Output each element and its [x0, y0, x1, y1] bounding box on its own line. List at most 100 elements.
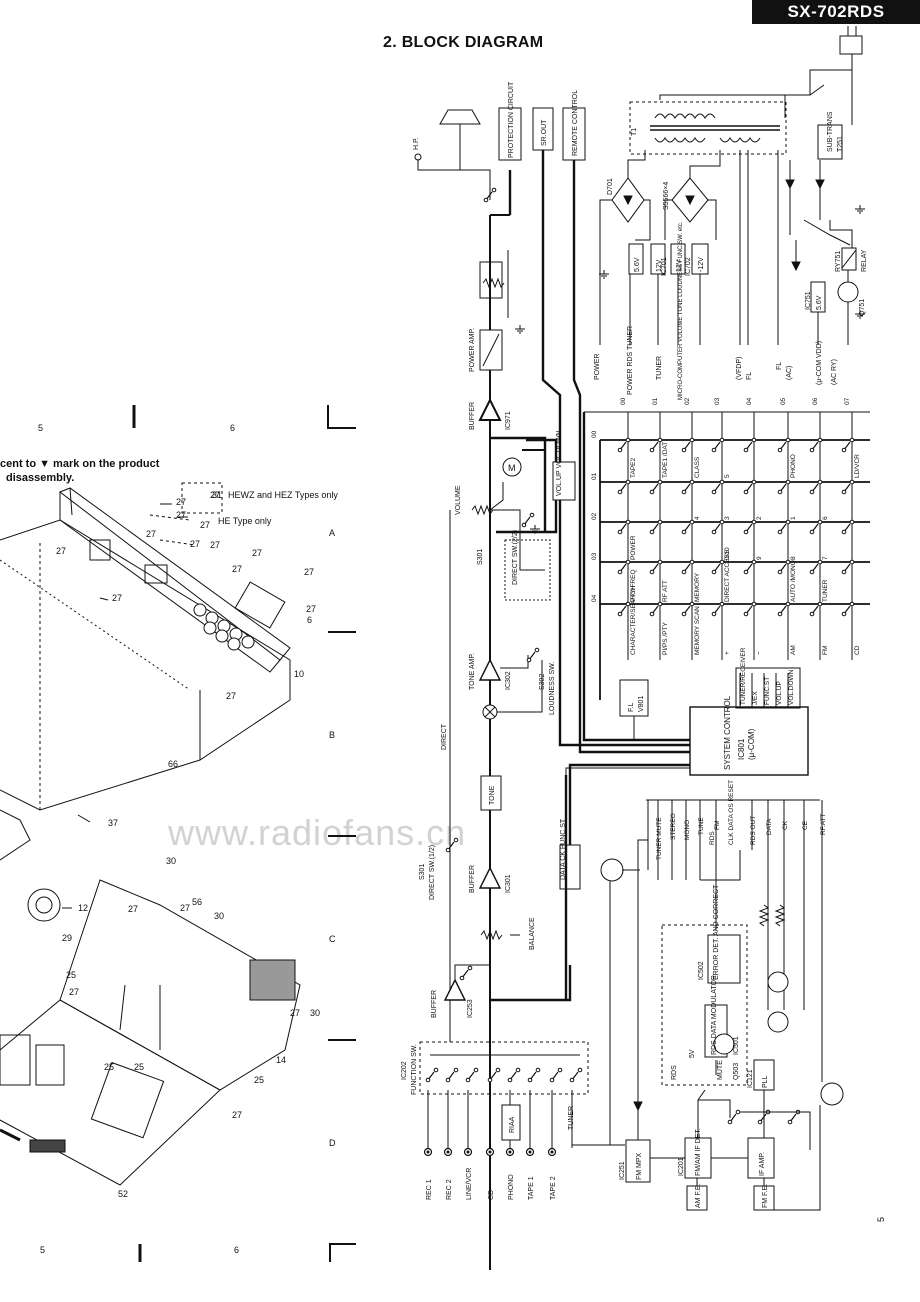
s5566-label: S5566×4	[663, 182, 670, 210]
matrix-key-label: TUNER	[822, 579, 829, 602]
ic751-label: IC751	[805, 291, 812, 310]
port-func-st: FUNC.ST	[764, 677, 771, 705]
wiring	[414, 26, 870, 1270]
note-hewz: HEWZ and HEZ Types only	[228, 490, 338, 500]
error-det-label: ERROR DET. AND CORRECT	[713, 884, 720, 980]
matrix-col-code: 05	[780, 397, 787, 405]
watermark: www.radiofans.cn	[168, 812, 467, 853]
ic801-label: IC801	[737, 738, 746, 760]
sig-rds: RDS	[709, 831, 716, 845]
part-25: 25	[104, 1062, 114, 1072]
note-line-2: disassembly.	[6, 472, 75, 484]
matrix-col-code: 04	[746, 397, 753, 405]
grid-row-a: A	[329, 528, 335, 538]
matrix-key-label: MEMORY	[694, 572, 701, 602]
system-control-label: SYSTEM CONTROL	[723, 695, 732, 770]
data-ck-label: DATA CK FUNC.ST	[560, 818, 567, 880]
sig-data: DATA	[766, 818, 773, 835]
pout-micro: MICRO-COMPUTER VOLUME TONE LOUDNESS FUNC…	[678, 221, 684, 400]
matrix-col-code: 01	[652, 397, 659, 405]
ic251-label: IC251	[619, 1161, 626, 1180]
note-line-1: cent to ▼ mark on the product	[0, 458, 160, 470]
matrix-col-code: 00	[620, 397, 627, 405]
rds-demod-label: RDS DATA MODULATOR	[711, 975, 718, 1055]
pout-power-rds: POWER RDS TUNER	[627, 326, 634, 395]
matrix-key-label: TAPE1 /DAT	[662, 442, 669, 478]
part-66: 66	[168, 759, 178, 769]
grid-col-6-bottom: 6	[234, 1245, 239, 1255]
matrix-col-code: 06	[812, 397, 819, 405]
input-line-vcr: LINE/VCR	[466, 1168, 473, 1200]
part-27: 27	[232, 1110, 242, 1120]
part-56: 56	[192, 897, 202, 907]
if-amp-label: IF AMP.	[759, 1152, 766, 1176]
sr-out-label: SR.OUT	[541, 119, 548, 146]
riaa-label: RIAA	[509, 1116, 516, 1133]
part-30: 30	[310, 1008, 320, 1018]
power-amp-label: POWER AMP.	[469, 328, 476, 372]
ucom-label: (μ-COM)	[747, 728, 756, 760]
matrix-key-label: RF ATT	[662, 580, 669, 602]
part-27: 27	[290, 1008, 300, 1018]
sig-ce: CE	[802, 820, 809, 830]
matrix-row-code: 02	[591, 512, 598, 520]
direct-label: DIRECT	[441, 723, 448, 750]
model-tab: SX-702RDS	[752, 0, 920, 24]
matrix-key-label: 0/10	[724, 547, 731, 560]
pout-ucom-vdd: (μ-COM VDD)	[816, 341, 823, 385]
matrix-row-code: 03	[591, 552, 598, 560]
port-tuner: TUNER/RECEIVER	[740, 647, 747, 705]
matrix-row-code: 01	[591, 472, 598, 480]
q503-label: Q503	[733, 1063, 740, 1080]
matrix-key-label: +	[724, 651, 731, 655]
s302-label: S302	[539, 674, 546, 690]
reg-5v6: 5.6V	[634, 257, 641, 272]
t251-label: T251	[837, 136, 844, 152]
fm-mpx-label: FM MPX	[636, 1152, 643, 1180]
part-27: 27	[180, 903, 190, 913]
part-52: 52	[118, 1189, 128, 1199]
sig-rds-out: RDS OUT	[750, 816, 757, 845]
sig-clk-data: CLK DATA OS RESET	[728, 780, 735, 845]
volume-label: VOLUME	[455, 485, 462, 515]
grid-col-5: 5	[38, 423, 43, 433]
tone-label: TONE	[489, 785, 496, 805]
ic121-label: IC121	[747, 1069, 754, 1088]
reg-12v-a: 12V	[656, 259, 663, 272]
matrix-key-label: 8	[790, 556, 797, 560]
part-12: 12	[78, 903, 88, 913]
function-sw-label: FUNCTION SW.	[411, 1044, 418, 1095]
t1-label: T1	[631, 128, 638, 136]
matrix-col-code: 02	[684, 397, 691, 405]
matrix-key-label: −	[756, 651, 763, 655]
matrix-key-label: PTY/FREQ	[630, 569, 637, 602]
matrix-col-code: 03	[714, 397, 721, 405]
ic302-label: IC302	[505, 671, 512, 690]
port-jex: J/EX	[752, 691, 759, 705]
matrix-key-label: FM	[822, 646, 829, 655]
input-tape2: TAPE 2	[550, 1176, 557, 1200]
sig-tune: TUNE	[698, 817, 705, 835]
matrix-key-label: AUTO /MONO	[790, 560, 797, 602]
reg-5v6-b: 5.6V	[816, 295, 823, 310]
sig-rf-att: RF.ATT	[820, 813, 827, 835]
ic301-label: IC301	[505, 874, 512, 893]
part-27: 27	[69, 987, 79, 997]
note-he: HE Type only	[218, 516, 272, 526]
relay-label: RELAY	[861, 249, 868, 272]
part-27: 27	[56, 546, 66, 556]
part-6: 6	[307, 615, 312, 625]
part-27: 27	[128, 904, 138, 914]
matrix-row-code: 00	[591, 430, 598, 438]
pout-fl-b: FL	[776, 362, 783, 370]
sig-mono: MONO	[684, 820, 691, 840]
reg-minus-12v: -12V	[698, 257, 705, 272]
ic202-label: IC202	[401, 1061, 408, 1080]
ic201-label: IC201	[678, 1157, 685, 1176]
grid-col-5-bottom: 5	[40, 1245, 45, 1255]
motor-label: M	[508, 463, 516, 473]
direct-sw-12-label: DIRECT SW.(1/2)	[429, 845, 436, 900]
pout-fl-a: FL	[746, 372, 753, 380]
pout-power: POWER	[594, 354, 601, 380]
